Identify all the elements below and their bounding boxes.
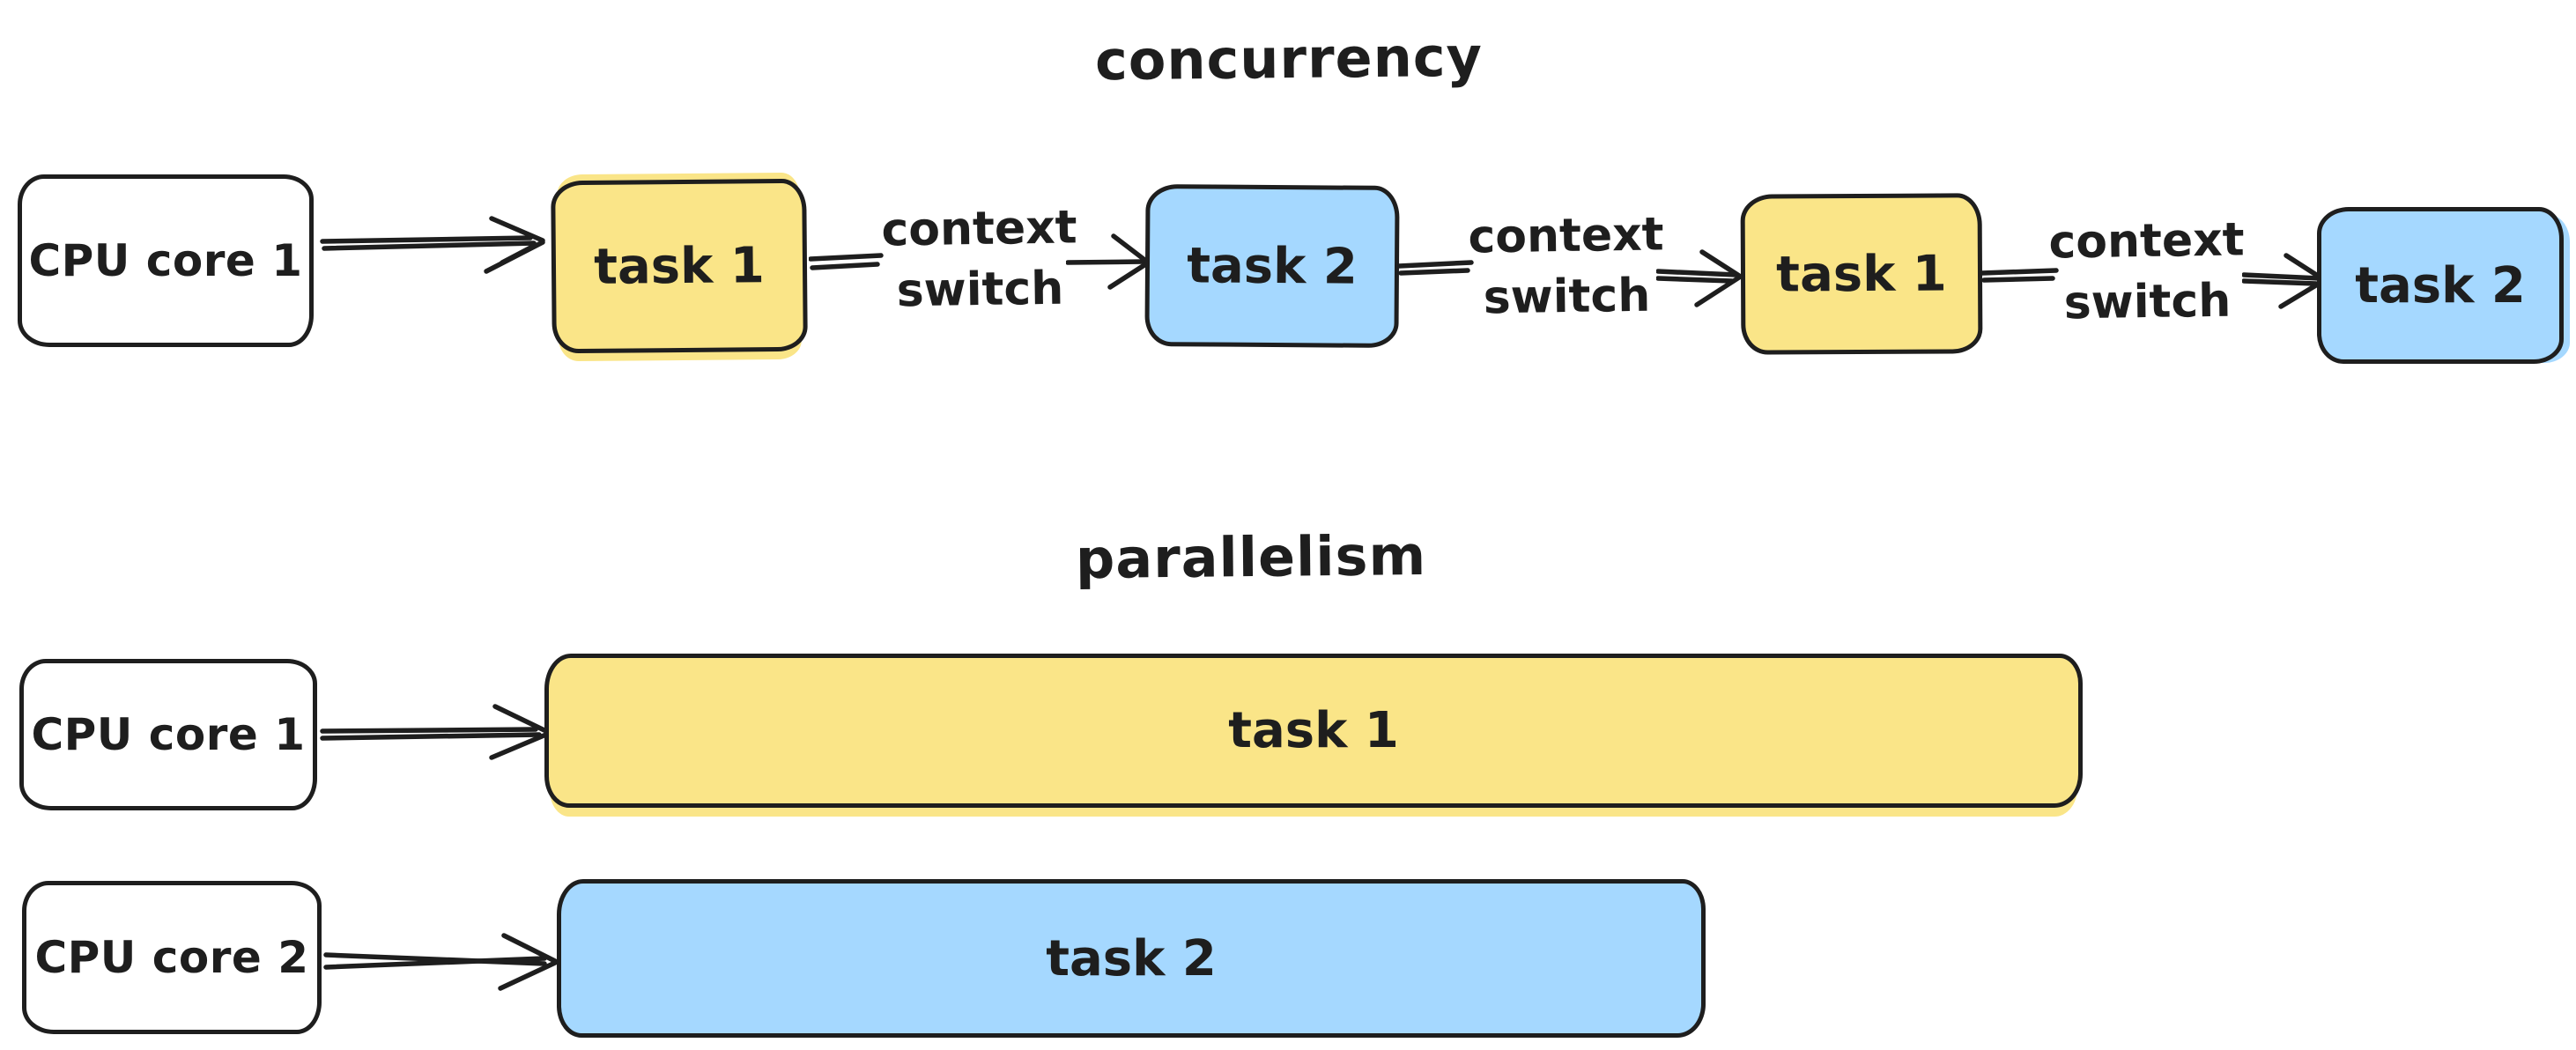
- task-1-label: task 1: [593, 236, 766, 296]
- switch-word: switch: [1483, 269, 1651, 324]
- cpu-core-1-box-parallelism: CPU core 1: [19, 659, 317, 810]
- context-switch-3-line: [1980, 268, 2059, 283]
- task-2-box-slice-2: task 2: [2317, 207, 2564, 364]
- context-switch-3-arrowhead: [2242, 253, 2326, 309]
- switch-word: switch: [896, 262, 1064, 317]
- parallelism-title: parallelism: [1075, 522, 1427, 592]
- task-2-label: task 2: [1046, 929, 1217, 987]
- arrow-cpu1-to-task1-bar: [320, 704, 551, 760]
- arrow-cpu1-to-task1: [320, 216, 545, 274]
- cpu-core-2-label: CPU core 2: [34, 932, 309, 983]
- context-switch-1-line: [809, 253, 884, 270]
- cpu-core-1-label: CPU core 1: [31, 709, 306, 760]
- task-1-bar: task 1: [544, 654, 2083, 808]
- task-1-label: task 1: [1776, 244, 1947, 304]
- task-2-label: task 2: [2355, 256, 2526, 314]
- concurrency-title: concurrency: [1094, 24, 1484, 93]
- switch-word: switch: [2063, 274, 2232, 329]
- context-switch-3-label: context switch: [2023, 210, 2271, 334]
- context-word: context: [2048, 213, 2245, 270]
- task-1-box-slice-1: task 1: [551, 178, 808, 354]
- task-2-box-slice-1: task 2: [1144, 183, 1400, 349]
- task-2-label: task 2: [1186, 236, 1358, 296]
- context-switch-2-label: context switch: [1442, 204, 1691, 329]
- context-switch-1-label: context switch: [855, 197, 1104, 322]
- context-switch-2-arrowhead: [1656, 249, 1742, 307]
- task-2-bar: task 2: [557, 879, 1706, 1038]
- cpu-core-2-box-parallelism: CPU core 2: [22, 881, 322, 1034]
- context-word: context: [881, 201, 1077, 257]
- context-switch-2-line: [1397, 260, 1474, 276]
- context-word: context: [1468, 208, 1664, 264]
- task-1-box-slice-2: task 1: [1740, 193, 1983, 355]
- cpu-core-1-box-concurrency: CPU core 1: [18, 174, 314, 347]
- task-1-label: task 1: [1228, 702, 1399, 759]
- cpu-core-1-label: CPU core 1: [28, 235, 303, 286]
- context-switch-1-arrowhead: [1066, 233, 1150, 290]
- arrow-cpu2-to-task2-bar: [323, 933, 558, 991]
